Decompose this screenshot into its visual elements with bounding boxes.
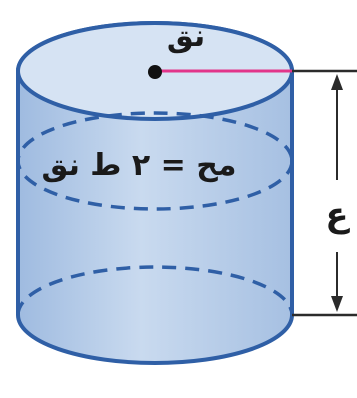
center-point [148,65,162,79]
circumference-dashed-ellipse [16,111,294,211]
height-label: ع [325,195,350,235]
radius-label: نق [167,19,205,54]
height-arrow-up-icon [331,74,343,90]
circumference-formula-label: مح = ٢ ط نق [42,148,237,183]
bottom-hidden-edge [16,265,294,316]
height-arrow-down-icon [331,296,343,312]
